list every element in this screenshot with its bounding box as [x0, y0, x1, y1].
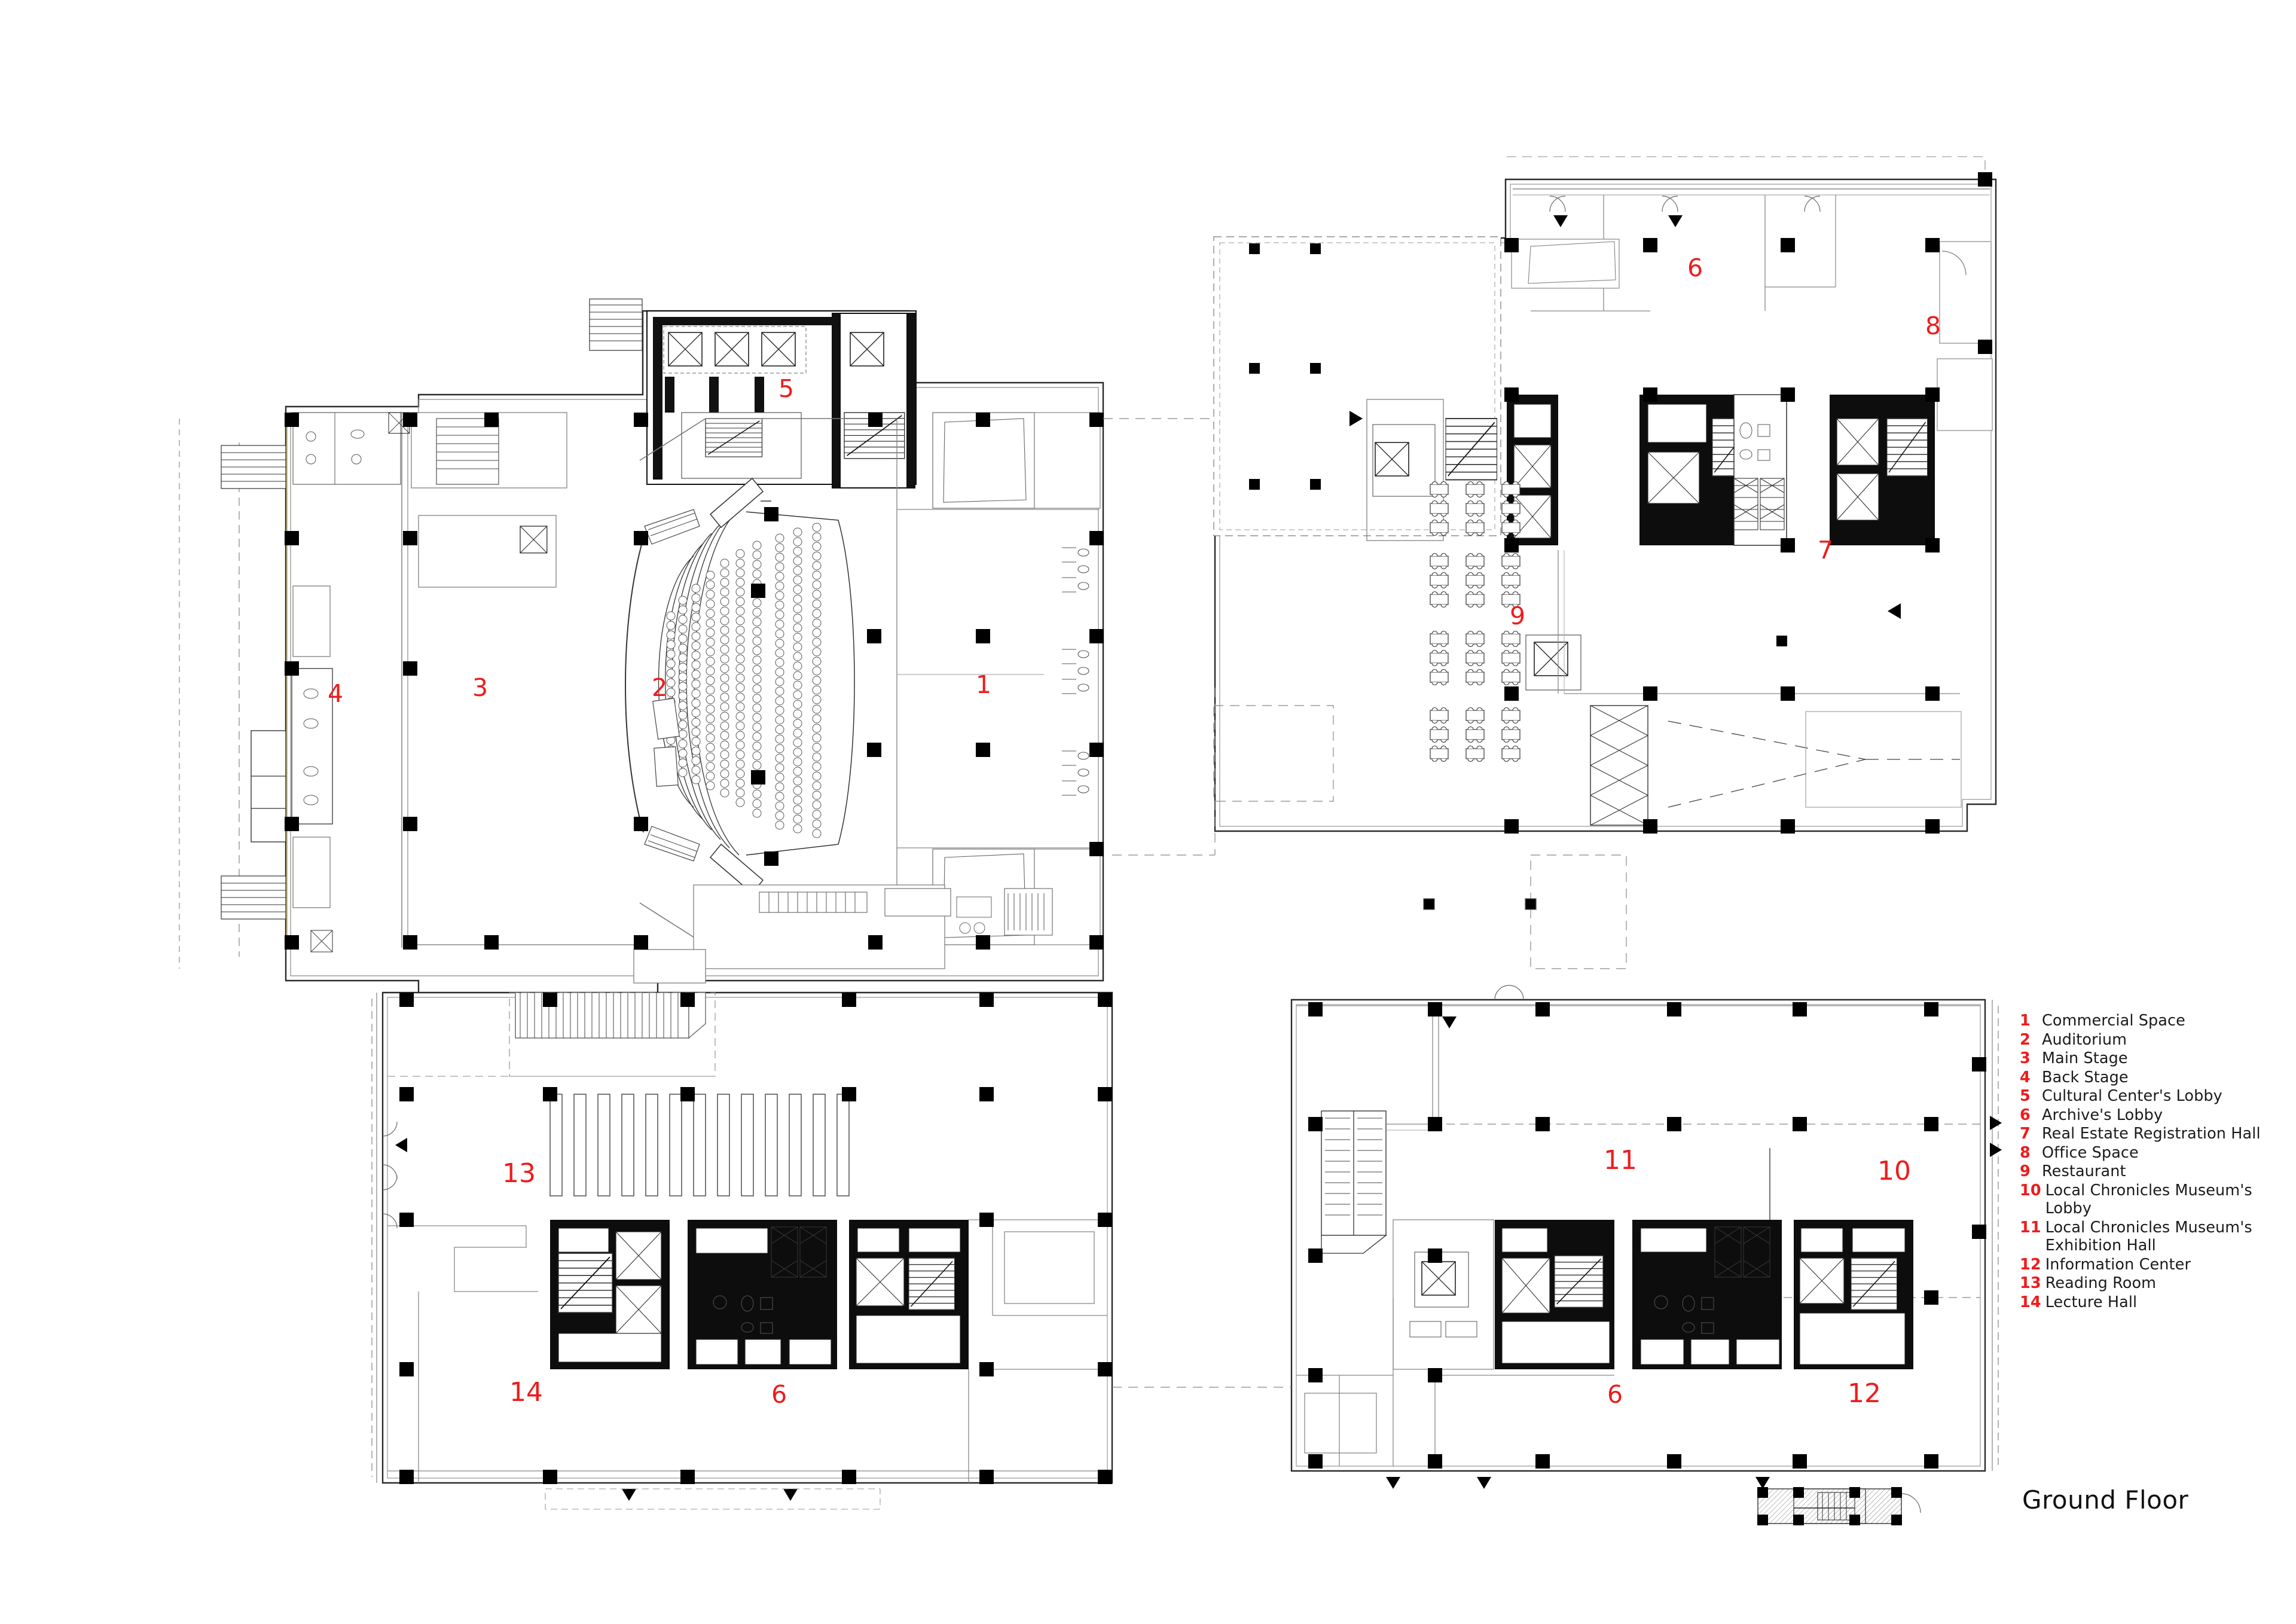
- museum-escalator: [1321, 1110, 1435, 1254]
- cultural-lobby: [646, 310, 917, 489]
- legend-item-number: 11: [2020, 1218, 2041, 1237]
- legend-item-number: 7: [2020, 1125, 2031, 1143]
- library-core-2: [688, 1220, 837, 1369]
- legend-item-label: Real Estate Registration Hall: [2042, 1125, 2261, 1143]
- theater-block: [179, 298, 1106, 1009]
- legend-item: 4 Back Stage: [2020, 1069, 2271, 1087]
- museum-core-3: [1794, 1220, 1913, 1369]
- registration-hall: [1558, 241, 1993, 826]
- library-core-1: [550, 1220, 670, 1369]
- legend-item: 7 Real Estate Registration Hall: [2020, 1125, 2271, 1143]
- room-number-marker: 14: [509, 1377, 543, 1408]
- room-number-marker: 1: [976, 670, 992, 699]
- legend-item: 2 Auditorium: [2020, 1031, 2271, 1049]
- museum-core-2: [1632, 1220, 1782, 1369]
- legend-item-label: Archive's Lobby: [2042, 1106, 2163, 1124]
- legend-item: 5 Cultural Center's Lobby: [2020, 1087, 2271, 1106]
- seat-rows: [666, 523, 822, 838]
- reference-hatch-box: [1757, 1487, 1921, 1525]
- legend-item-label: Lecture Hall: [2045, 1293, 2138, 1311]
- archive-lobby-north: [1511, 188, 1990, 312]
- main-stage: [411, 412, 640, 945]
- lobby-exterior-stair: [589, 298, 643, 351]
- room-number-marker: 13: [502, 1158, 536, 1189]
- reading-room-shelves: [549, 1094, 850, 1196]
- legend-item-number: 1: [2020, 1012, 2031, 1030]
- museum-core-1: [1393, 1219, 1614, 1370]
- archive-north-block: [1213, 156, 1997, 834]
- legend-item-number: 10: [2020, 1181, 2041, 1199]
- theater-lower-spine: [310, 884, 1053, 984]
- legend-item-number: 14: [2020, 1293, 2041, 1311]
- legend-item-number: 13: [2020, 1274, 2041, 1292]
- legend-item-label: Local Chronicles Museum's Lobby: [2045, 1181, 2252, 1218]
- auditorium: [625, 418, 897, 945]
- room-number-marker: 9: [1510, 602, 1526, 630]
- legend-item-number: 6: [2020, 1106, 2031, 1124]
- legend-item-label: Auditorium: [2042, 1030, 2127, 1049]
- legend-item-number: 9: [2020, 1162, 2031, 1180]
- legend-item-label: Back Stage: [2042, 1068, 2129, 1086]
- library-south-block: [371, 991, 1113, 1510]
- site-link-lines: [1103, 418, 1627, 1388]
- legend-item-number: 8: [2020, 1143, 2031, 1162]
- legend-item-label: Reading Room: [2045, 1274, 2157, 1292]
- legend-item: 8 Office Space: [2020, 1144, 2271, 1162]
- legend-item: 6 Archive's Lobby: [2020, 1106, 2271, 1125]
- room-number-marker: 6: [771, 1380, 787, 1409]
- legend-item-label: Restaurant: [2042, 1162, 2126, 1180]
- archive-core-2: [1639, 394, 1787, 546]
- legend-item-number: 4: [2020, 1068, 2031, 1086]
- room-number-marker: 10: [1877, 1156, 1911, 1186]
- page-title: Ground Floor: [2022, 1485, 2189, 1515]
- archive-core-3: [1830, 395, 1935, 545]
- room-number-marker: 11: [1604, 1145, 1637, 1176]
- legend: 1 Commercial Space 2 Auditorium 3 Main Stage 4…: [2020, 1012, 2271, 1312]
- library-core-3: [849, 1220, 969, 1369]
- room-number-marker: 7: [1818, 536, 1834, 564]
- room-number-marker: 6: [1607, 1380, 1623, 1409]
- room-number-marker: 5: [778, 374, 795, 403]
- legend-item-label: Cultural Center's Lobby: [2042, 1087, 2222, 1105]
- room-number-marker: 12: [1848, 1378, 1881, 1409]
- back-stage: [221, 412, 410, 948]
- legend-item-number: 12: [2020, 1255, 2041, 1274]
- archive-courtyard: [1213, 236, 1501, 536]
- site-misc: [1423, 898, 1537, 910]
- legend-item-label: Information Center: [2045, 1255, 2191, 1274]
- legend-item-number: 2: [2020, 1030, 2031, 1049]
- legend-item: 9 Restaurant: [2020, 1162, 2271, 1181]
- room-number-marker: 8: [1925, 312, 1941, 340]
- legend-item-label: Main Stage: [2042, 1049, 2128, 1067]
- legend-item: 1 Commercial Space: [2020, 1012, 2271, 1030]
- room-number-marker: 6: [1687, 254, 1703, 282]
- legend-item-number: 3: [2020, 1049, 2031, 1067]
- legend-item-number: 5: [2020, 1087, 2031, 1105]
- legend-item-label: Commercial Space: [2042, 1012, 2185, 1030]
- legend-item-label: Office Space: [2042, 1143, 2139, 1162]
- legend-item-label: Local Chronicles Museum's Exhibition Hal…: [2045, 1218, 2252, 1255]
- museum-south-block: [1290, 985, 2002, 1489]
- room-number-marker: 2: [652, 673, 668, 702]
- room-number-marker: 4: [328, 679, 344, 708]
- legend-item: 3 Main Stage: [2020, 1049, 2271, 1068]
- escalator: [1590, 705, 1648, 826]
- room-number-marker: 3: [472, 673, 488, 702]
